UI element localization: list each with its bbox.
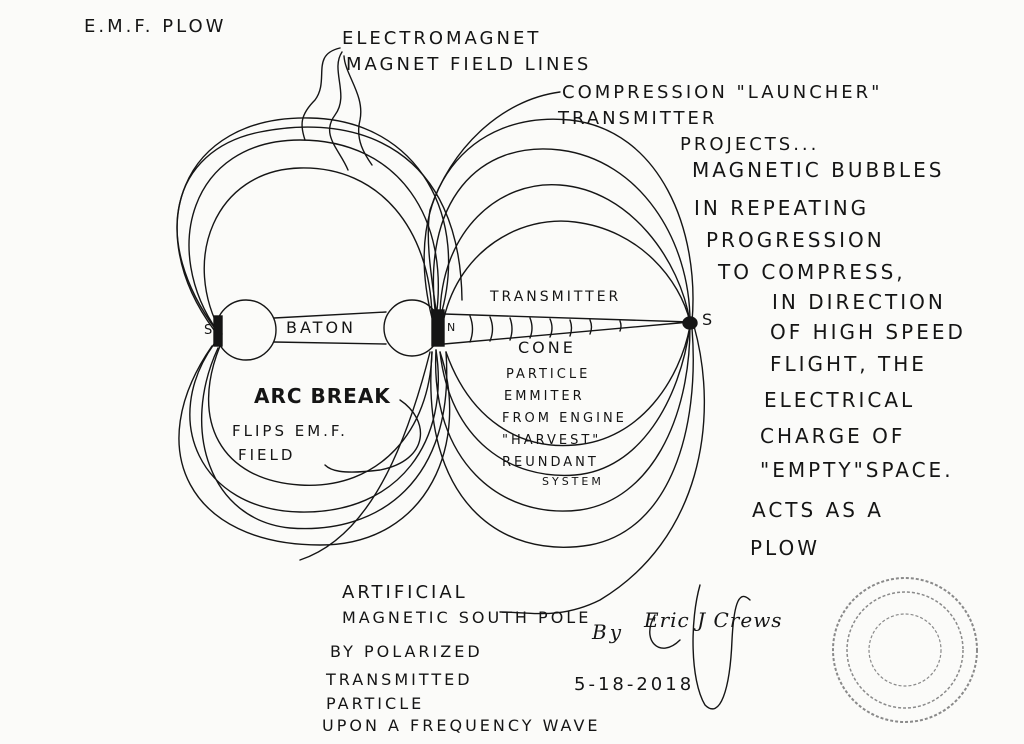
diagram-title: E.M.F. PLOW [84, 16, 227, 37]
label-pointer [328, 51, 349, 171]
description-line: PROJECTS... [680, 134, 820, 155]
signature-flourish [649, 614, 681, 649]
field-line [432, 148, 691, 323]
label-pointer [324, 399, 422, 473]
label-emitter: EMMITER [504, 389, 585, 404]
field-line [299, 351, 431, 561]
field-line [439, 184, 691, 323]
south-pole-line: BY POLARIZED [330, 642, 483, 661]
field-line [430, 327, 694, 548]
label-pole-s-left: S [204, 323, 216, 338]
label-particle: PARTICLE [506, 367, 591, 382]
field-line [439, 325, 691, 477]
author-signature: Eric J Crews [644, 608, 783, 632]
description-line: FLIGHT, THE [770, 352, 927, 376]
label-transmitter-top: TRANSMITTER [558, 108, 718, 129]
label-arc-break: ARC BREAK [254, 384, 391, 408]
south-pole-line: MAGNETIC SOUTH POLE [342, 608, 592, 627]
label-baton: BATON [286, 318, 357, 337]
left-sphere [215, 299, 277, 361]
label-flips-field: FLIPS EM.F. [232, 422, 348, 440]
label-from-engine: FROM ENGINE [502, 411, 627, 426]
label-cone: CONE [518, 338, 576, 357]
south-pole-line: ARTIFICIAL [342, 582, 468, 603]
label-pointer [301, 47, 341, 141]
description-line: PLOW [750, 536, 821, 560]
south-pole-line: UPON A FREQUENCY WAVE [322, 716, 601, 735]
description-line: PROGRESSION [706, 228, 885, 252]
south-pole-dot [682, 316, 698, 330]
description-line: CHARGE OF [760, 424, 906, 448]
label-field-lines: MAGNET FIELD LINES [346, 54, 592, 75]
label-reundant: REUNDANT [502, 455, 599, 470]
field-line [178, 345, 451, 546]
author-by: By [592, 620, 624, 644]
field-line [203, 167, 433, 335]
label-pole-s-right: S [702, 310, 716, 329]
description-line: IN REPEATING [694, 196, 870, 220]
description-line: IN DIRECTION [772, 290, 946, 314]
field-line [176, 126, 463, 331]
description-line: MAGNETIC BUBBLES [692, 158, 945, 182]
label-harvest: "HARVEST" [502, 433, 602, 448]
baton-rod [273, 311, 387, 319]
description-line: ACTS AS A [752, 498, 884, 522]
field-line [176, 117, 450, 331]
field-line [499, 325, 706, 615]
label-system: SYSTEM [542, 475, 604, 488]
description-line: TO COMPRESS, [718, 260, 906, 284]
signature-flourish [692, 584, 751, 710]
field-line [189, 343, 440, 513]
field-line [435, 325, 691, 512]
field-line [200, 347, 448, 530]
label-pole-n: N [447, 321, 459, 334]
cone-wave [469, 315, 622, 343]
baton-rod [273, 341, 387, 345]
label-electromagnet: ELECTROMAGNET [342, 28, 542, 49]
south-pole-line: PARTICLE [326, 694, 425, 713]
description-line: ELECTRICAL [764, 388, 916, 412]
field-line [445, 325, 691, 447]
n-pole-block [431, 309, 445, 347]
s-pole-block-left [213, 315, 223, 347]
label-pointer [343, 55, 373, 166]
field-line [188, 139, 440, 333]
label-field: FIELD [238, 446, 296, 464]
label-transmitter: TRANSMITTER [490, 289, 622, 305]
author-date: 5-18-2018 [574, 674, 695, 695]
label-compression-launcher: COMPRESSION "LAUNCHER" [562, 82, 883, 103]
notary-stamp-icon [832, 577, 978, 723]
label-pointer [427, 91, 561, 311]
description-line: "EMPTY"SPACE. [760, 458, 954, 482]
south-pole-line: TRANSMITTED [326, 670, 473, 689]
field-line [443, 220, 691, 323]
description-line: OF HIGH SPEED [770, 320, 966, 344]
